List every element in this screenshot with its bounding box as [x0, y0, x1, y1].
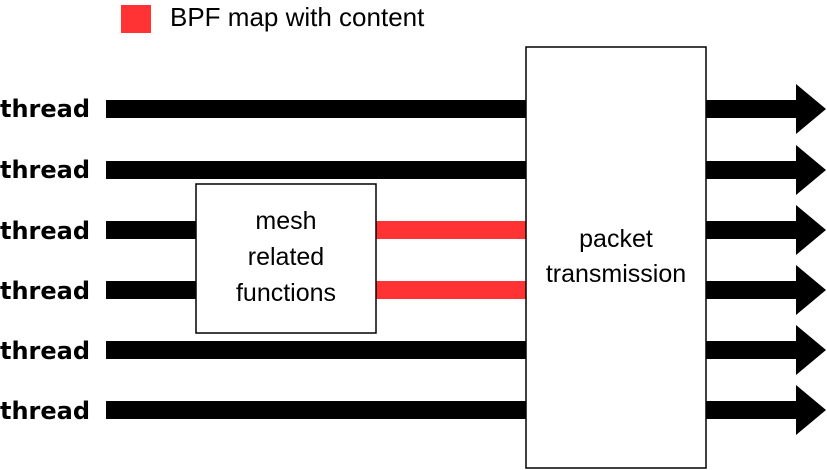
thread-label-2: thread	[0, 156, 90, 184]
thread-line-2	[106, 161, 526, 179]
thread-label-3: thread	[0, 217, 90, 245]
output-arrow-5	[706, 325, 826, 375]
mesh-box-line-2: related	[248, 243, 324, 271]
thread-line-4-in	[106, 281, 196, 299]
thread-label-4: thread	[0, 277, 90, 305]
packet-box-line-1: packet	[579, 225, 653, 253]
legend-label: BPF map with content	[170, 2, 425, 32]
thread-label-5: thread	[0, 337, 90, 365]
thread-line-6	[106, 401, 526, 419]
output-arrow-4	[706, 265, 826, 315]
output-arrow-1	[706, 84, 826, 134]
mesh-functions-box	[195, 183, 377, 334]
thread-line-3-in	[106, 221, 196, 239]
output-arrow-3	[706, 205, 826, 255]
output-arrow-6	[706, 385, 826, 435]
thread-label-1: thread	[0, 95, 90, 123]
output-arrow-2	[706, 145, 826, 195]
bpf-map-line-1	[376, 221, 526, 239]
packet-transmission-box	[525, 46, 707, 469]
thread-line-1	[106, 100, 526, 118]
bpf-map-line-2	[376, 281, 526, 299]
legend-swatch	[121, 5, 151, 33]
thread-line-5	[106, 341, 526, 359]
mesh-box-line-3: functions	[236, 279, 336, 307]
mesh-box-line-1: mesh	[255, 207, 316, 235]
thread-label-6: thread	[0, 397, 90, 425]
packet-box-line-2: transmission	[546, 260, 686, 288]
